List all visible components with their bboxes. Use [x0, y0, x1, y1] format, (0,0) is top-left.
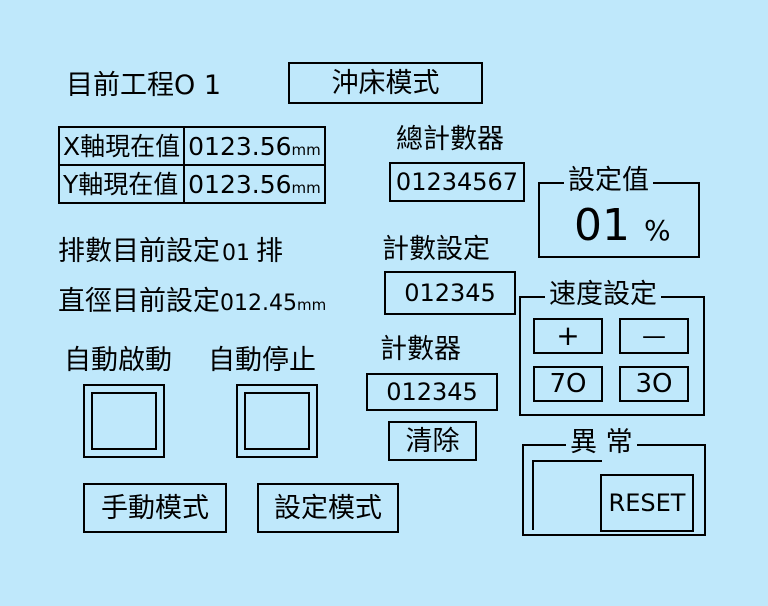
process-label: 目前工程O 1 — [66, 72, 221, 99]
alarm-indicator — [532, 460, 602, 530]
auto-start-indicator — [91, 392, 157, 450]
set-value-number: 01 — [574, 200, 630, 251]
total-counter-display: 01234567 — [389, 162, 525, 202]
speed-setting-group: 速度設定 + — 7O 3O — [519, 281, 705, 416]
count-setting-input[interactable]: 012345 — [384, 271, 516, 315]
diameter-setting-value: 012.45 — [220, 291, 297, 316]
speed-minus-button[interactable]: — — [619, 318, 689, 354]
auto-stop-indicator — [244, 392, 310, 450]
counter-display: 012345 — [366, 373, 498, 411]
x-axis-value-cell: 0123.56mm — [183, 126, 326, 166]
speed-70-button[interactable]: 7O — [533, 366, 603, 402]
set-value-unit: % — [644, 214, 671, 247]
manual-mode-button[interactable]: 手動模式 — [83, 483, 227, 533]
auto-start-label: 自動啟動 — [64, 345, 172, 376]
axis-position-table: X軸現在值 0123.56mm Y軸現在值 0123.56mm — [57, 126, 326, 204]
set-value-label: 設定值 — [564, 167, 653, 194]
x-axis-value: 0123.56 — [188, 131, 292, 161]
y-axis-unit: mm — [291, 178, 321, 197]
y-axis-value-cell: 0123.56mm — [183, 164, 326, 204]
punch-mode-button[interactable]: 沖床模式 — [288, 62, 483, 104]
x-axis-label: X軸現在值 — [57, 126, 186, 166]
clear-button[interactable]: 清除 — [388, 421, 477, 461]
speed-30-button[interactable]: 3O — [619, 366, 689, 402]
table-row: X軸現在值 0123.56mm — [57, 126, 326, 166]
auto-stop-label: 自動停止 — [208, 345, 316, 376]
count-setting-label: 計數設定 — [382, 234, 490, 265]
x-axis-unit: mm — [291, 140, 321, 159]
reset-button[interactable]: RESET — [600, 474, 694, 532]
y-axis-value: 0123.56 — [188, 169, 292, 199]
counter-label: 計數器 — [380, 334, 461, 365]
auto-start-button[interactable] — [83, 384, 165, 458]
alarm-label: 異 常 — [566, 429, 637, 456]
rows-setting-unit: 排 — [256, 236, 283, 267]
setting-mode-button[interactable]: 設定模式 — [257, 483, 399, 533]
y-axis-label: Y軸現在值 — [57, 164, 186, 204]
set-value-display: 01 % — [574, 204, 671, 248]
diameter-setting: 直徑目前設定012.45mm — [58, 288, 326, 315]
rows-setting-value: 01 — [222, 241, 250, 266]
alarm-group: 異 常 RESET — [522, 429, 706, 536]
speed-plus-button[interactable]: + — [533, 318, 603, 354]
diameter-setting-label: 直徑目前設定 — [58, 286, 220, 317]
set-value-group: 設定值 01 % — [538, 167, 700, 258]
rows-setting-label: 排數目前設定 — [58, 236, 220, 267]
process-label-text: 目前工程 — [66, 70, 174, 101]
speed-setting-label: 速度設定 — [545, 281, 661, 308]
diameter-setting-unit: mm — [296, 296, 327, 314]
auto-stop-button[interactable] — [236, 384, 318, 458]
process-value: O 1 — [174, 70, 222, 101]
table-row: Y軸現在值 0123.56mm — [57, 164, 326, 204]
total-counter-label: 總計數器 — [396, 124, 504, 155]
